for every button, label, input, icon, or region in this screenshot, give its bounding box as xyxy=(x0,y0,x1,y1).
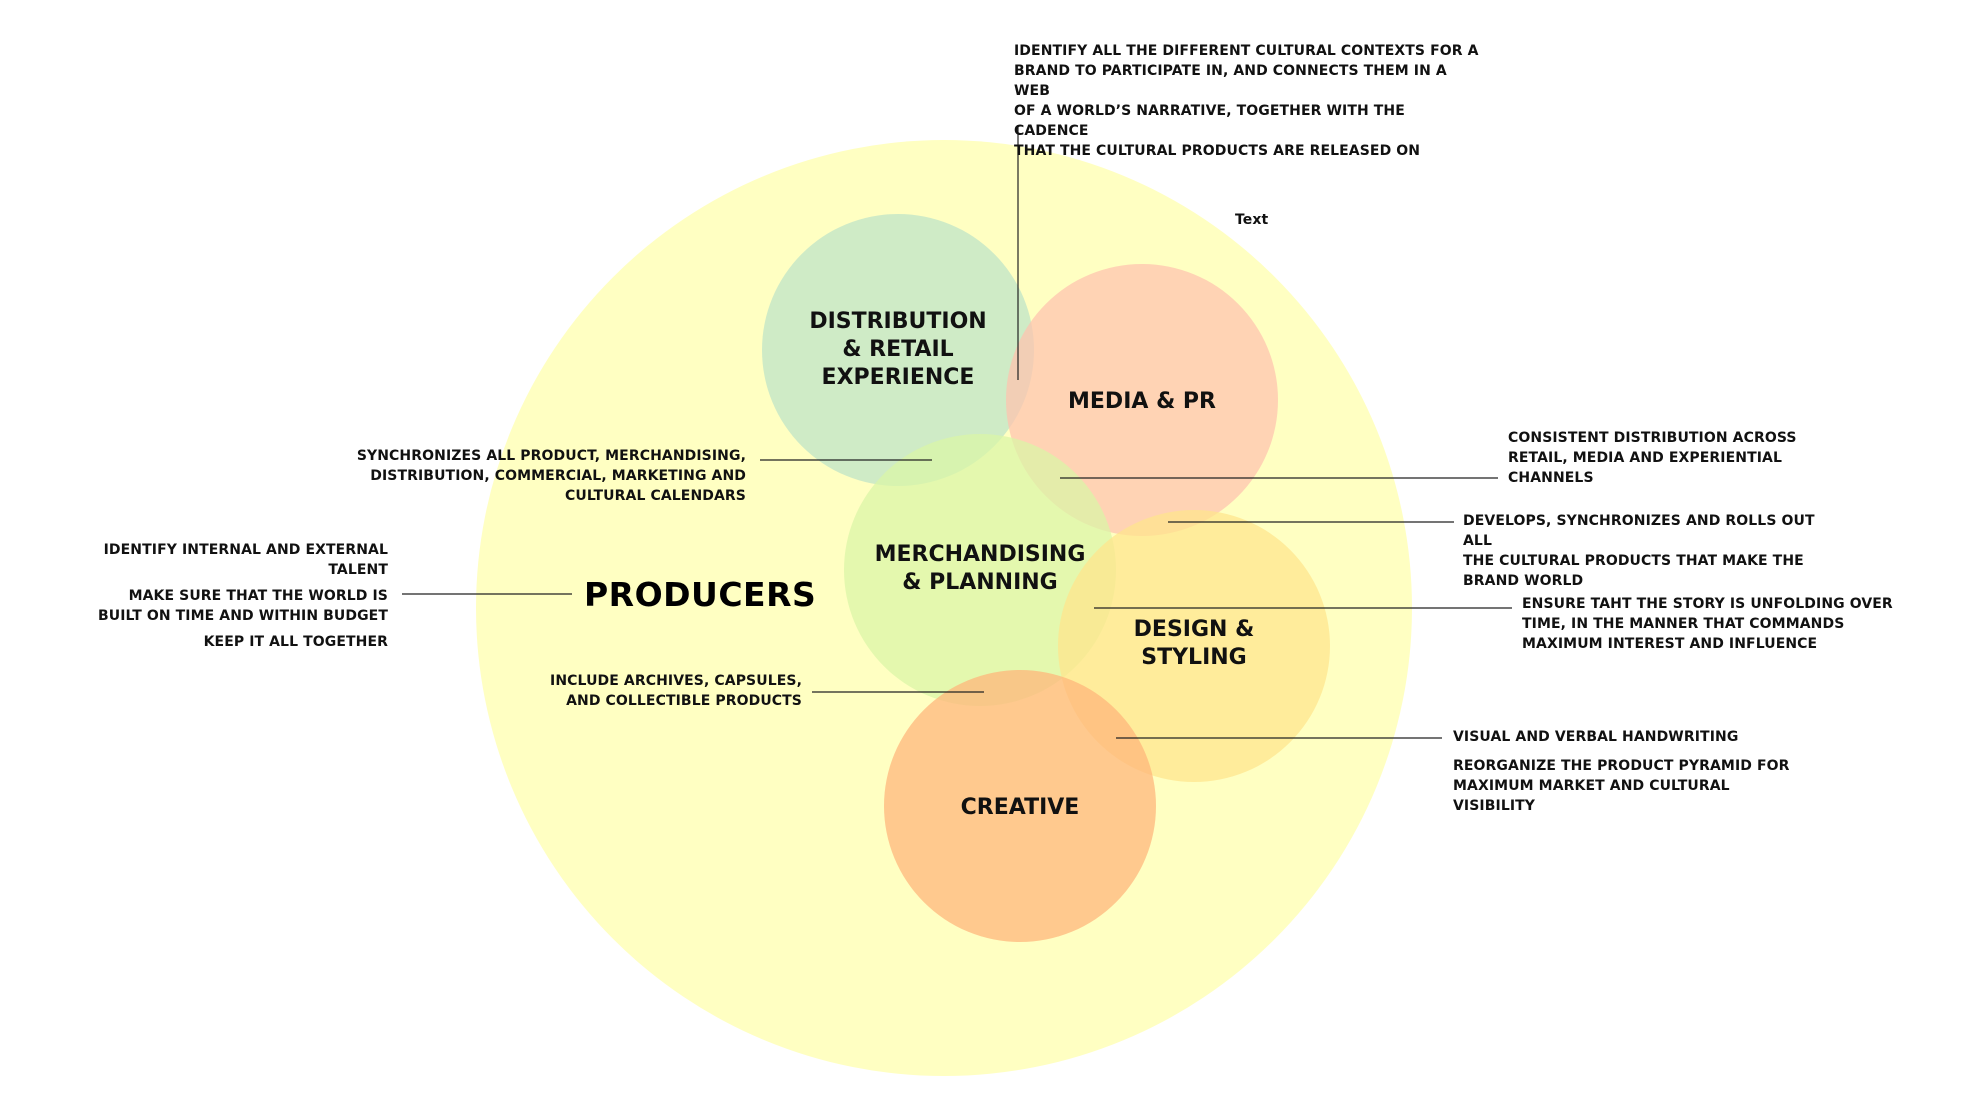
synchronizes-line-1: SYNCHRONIZES ALL PRODUCT, MERCHANDISING, xyxy=(356,448,746,464)
synchronizes-line-2: DISTRIBUTION, COMMERCIAL, MARKETING AND xyxy=(370,468,746,484)
pyramid-line-1: REORGANIZE THE PRODUCT PYRAMID FOR xyxy=(1453,758,1790,774)
media-circle xyxy=(1006,264,1278,536)
develops-line-1: DEVELOPS, SYNCHRONIZES AND ROLLS OUT ALL xyxy=(1463,513,1815,549)
annotation-synchronizes: SYNCHRONIZES ALL PRODUCT, MERCHANDISING,… xyxy=(336,446,746,506)
design-styling-title: DESIGN & STYLING xyxy=(1074,616,1314,672)
cultural-contexts-line-4: THAT THE CULTURAL PRODUCTS ARE RELEASED … xyxy=(1014,143,1421,159)
cultural-contexts-line-2: BRAND TO PARTICIPATE IN, AND CONNECTS TH… xyxy=(1014,63,1447,99)
design-title-line-1: DESIGN & xyxy=(1133,617,1255,642)
design-title-line-2: STYLING xyxy=(1141,645,1247,670)
annotation-archives: INCLUDE ARCHIVES, CAPSULES, AND COLLECTI… xyxy=(470,671,802,711)
together-line-1: KEEP IT ALL TOGETHER xyxy=(203,634,388,650)
producers-note-budget: MAKE SURE THAT THE WORLD IS BUILT ON TIM… xyxy=(60,586,388,626)
archives-line-1: INCLUDE ARCHIVES, CAPSULES, xyxy=(550,673,802,689)
develops-line-3: BRAND WORLD xyxy=(1463,573,1584,589)
consistent-line-1: CONSISTENT DISTRIBUTION ACROSS xyxy=(1508,430,1797,446)
cultural-contexts-line-1: IDENTIFY ALL THE DIFFERENT CULTURAL CONT… xyxy=(1014,43,1479,59)
annotation-producers-notes: IDENTIFY INTERNAL AND EXTERNAL TALENT MA… xyxy=(60,540,388,652)
archives-line-2: AND COLLECTIBLE PRODUCTS xyxy=(566,693,802,709)
distribution-title-line-2: & RETAIL xyxy=(842,337,954,362)
pyramid-line-3: VISIBILITY xyxy=(1453,798,1536,814)
merchandising-title-line-2: & PLANNING xyxy=(902,570,1058,595)
consistent-line-3: CHANNELS xyxy=(1508,470,1594,486)
annotation-visual-verbal: VISUAL AND VERBAL HANDWRITING xyxy=(1453,727,1833,747)
annotation-consistent-distribution: CONSISTENT DISTRIBUTION ACROSS RETAIL, M… xyxy=(1508,428,1828,488)
creative-title: CREATIVE xyxy=(900,794,1140,822)
visual-verbal-line-1: VISUAL AND VERBAL HANDWRITING xyxy=(1453,729,1739,745)
media-pr-title: MEDIA & PR xyxy=(1022,388,1262,416)
distribution-title-line-3: EXPERIENCE xyxy=(821,365,975,390)
floating-text-label: Text xyxy=(1235,212,1269,228)
producers-note-together: KEEP IT ALL TOGETHER xyxy=(60,632,388,652)
pyramid-line-2: MAXIMUM MARKET AND CULTURAL xyxy=(1453,778,1730,794)
develops-line-2: THE CULTURAL PRODUCTS THAT MAKE THE xyxy=(1463,553,1804,569)
media-title-line-1: MEDIA & PR xyxy=(1068,389,1216,414)
merchandising-title-line-1: MERCHANDISING xyxy=(874,542,1086,567)
story-line-1: ENSURE TAHT THE STORY IS UNFOLDING OVER xyxy=(1522,596,1893,612)
producers-note-talent: IDENTIFY INTERNAL AND EXTERNAL TALENT xyxy=(60,540,388,580)
merchandising-planning-title: MERCHANDISING & PLANNING xyxy=(858,541,1102,597)
story-line-2: TIME, IN THE MANNER THAT COMMANDS xyxy=(1522,616,1845,632)
talent-line-2: TALENT xyxy=(328,562,388,578)
creative-title-line-1: CREATIVE xyxy=(960,795,1080,820)
annotation-product-pyramid: REORGANIZE THE PRODUCT PYRAMID FOR MAXIM… xyxy=(1453,756,1833,816)
distribution-retail-title: DISTRIBUTION & RETAIL EXPERIENCE xyxy=(778,308,1018,392)
budget-line-2: BUILT ON TIME AND WITHIN BUDGET xyxy=(97,608,388,624)
creative-circle xyxy=(884,670,1156,942)
consistent-line-2: RETAIL, MEDIA AND EXPERIENTIAL xyxy=(1508,450,1783,466)
cultural-contexts-line-3: OF A WORLD’S NARRATIVE, TOGETHER WITH TH… xyxy=(1014,103,1405,139)
merchandising-circle xyxy=(844,434,1116,706)
story-line-3: MAXIMUM INTEREST AND INFLUENCE xyxy=(1522,636,1818,652)
design-circle xyxy=(1058,510,1330,782)
annotation-story: ENSURE TAHT THE STORY IS UNFOLDING OVER … xyxy=(1522,594,1942,654)
annotation-cultural-contexts: IDENTIFY ALL THE DIFFERENT CULTURAL CONT… xyxy=(1014,41,1484,161)
talent-line-1: IDENTIFY INTERNAL AND EXTERNAL xyxy=(103,542,388,558)
annotation-develops: DEVELOPS, SYNCHRONIZES AND ROLLS OUT ALL… xyxy=(1463,511,1843,591)
circle-layer xyxy=(476,140,1412,1076)
distribution-circle xyxy=(762,214,1034,486)
producers-title: PRODUCERS xyxy=(584,575,817,614)
budget-line-1: MAKE SURE THAT THE WORLD IS xyxy=(128,588,388,604)
distribution-title-line-1: DISTRIBUTION xyxy=(809,309,987,334)
leader-lines xyxy=(402,125,1512,739)
synchronizes-line-3: CULTURAL CALENDARS xyxy=(564,488,746,504)
